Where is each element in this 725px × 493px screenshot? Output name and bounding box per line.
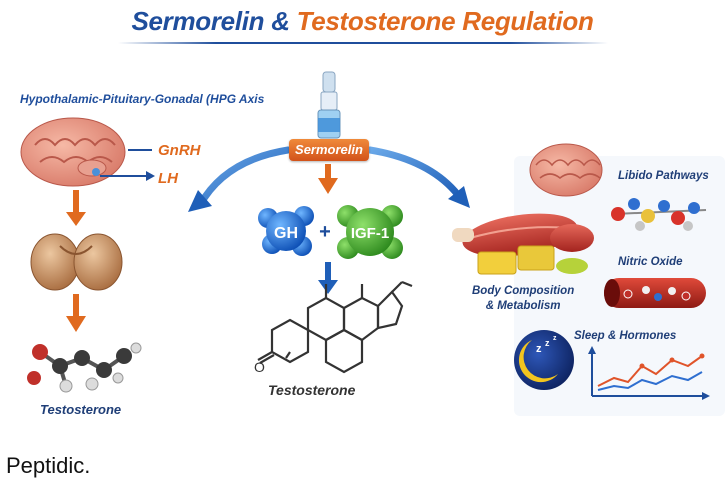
- blood-vessel-icon: [604, 278, 706, 308]
- title-amp: &: [264, 6, 297, 36]
- svg-text:z: z: [553, 335, 557, 342]
- testosterone-center-label: Testosterone: [268, 382, 356, 398]
- title-regulation: Testosterone Regulation: [296, 6, 594, 36]
- title-sermorelin: Sermorelin: [131, 6, 265, 36]
- gh-label: GH: [274, 225, 298, 242]
- body-composition-line2: & Metabolism: [485, 300, 561, 312]
- footer-caption: Peptidic.: [6, 453, 91, 478]
- pituitary-gland-icon: [30, 233, 123, 291]
- lh-label: LH: [158, 170, 178, 187]
- igf1-label: IGF-1: [351, 225, 389, 242]
- hpg-axis-label: Hypothalamic-Pituitary-Gonadal (HPG Axis: [20, 92, 265, 106]
- libido-pathways-label: Libido Pathways: [618, 170, 709, 182]
- title-underline: [118, 42, 608, 44]
- nitric-oxide-label: Nitric Oxide: [618, 256, 683, 268]
- hormone-trend-chart-icon: [588, 346, 710, 400]
- arrow-gh-to-testosterone: [325, 262, 331, 282]
- gh-molecule-icon: [258, 206, 314, 256]
- fat-cheese-icon: [477, 245, 588, 275]
- diagram-title: Sermorelin & Testosterone Regulation: [0, 6, 725, 37]
- brain-icon: [20, 117, 126, 187]
- arrow-gland-to-molecule: [73, 294, 79, 318]
- arrow-sermorelin-to-gh: [325, 164, 331, 180]
- gnrh-label: GnRH: [158, 142, 201, 159]
- testosterone-molecule-left-icon: [27, 342, 142, 393]
- plus-sign: +: [319, 221, 331, 243]
- libido-molecule-icon: [611, 198, 707, 231]
- testosterone-left-label: Testosterone: [40, 402, 122, 417]
- arrow-to-effects: [366, 146, 462, 199]
- sermorelin-badge: Sermorelin: [289, 139, 369, 161]
- sleep-moon-icon: z z z: [514, 330, 574, 390]
- sleep-hormones-label: Sleep & Hormones: [574, 330, 677, 342]
- sermorelin-vial-icon: [317, 71, 341, 139]
- body-composition-label: Body Composition & Metabolism: [472, 284, 574, 314]
- svg-text:z: z: [545, 338, 550, 348]
- body-composition-line1: Body Composition: [472, 285, 575, 297]
- libido-brain-icon: [529, 143, 603, 197]
- arrow-to-hpg: [196, 146, 292, 209]
- testosterone-structure-icon: [257, 280, 413, 374]
- arrow-brain-to-gland: [73, 190, 79, 214]
- svg-text:z: z: [536, 343, 542, 355]
- igf1-molecule-icon: [337, 205, 403, 259]
- oxygen-atom-label: O: [254, 359, 265, 375]
